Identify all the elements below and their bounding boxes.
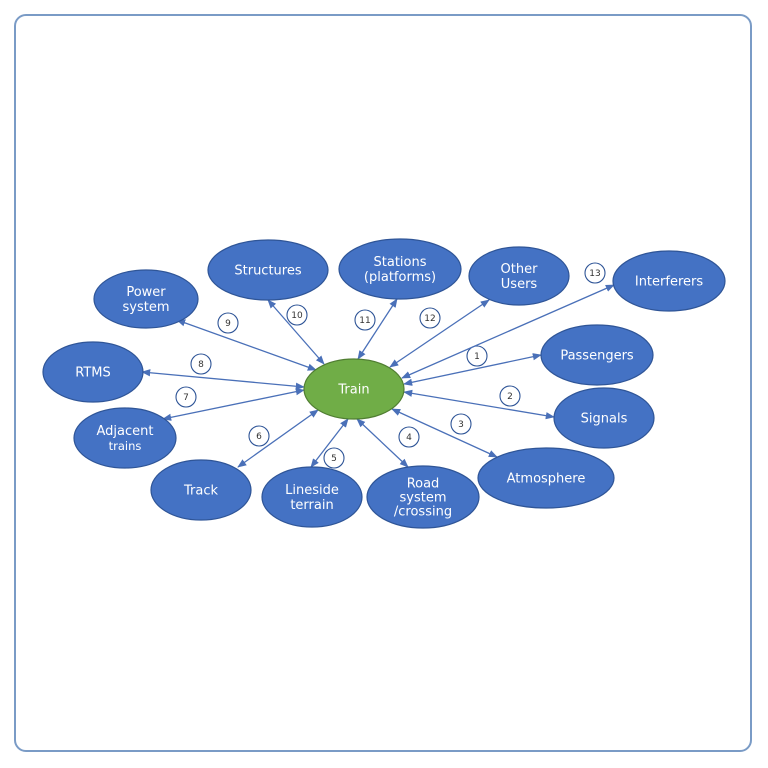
link-number-label: 5: [331, 454, 337, 464]
link-arrow-interferers: [401, 284, 615, 379]
node-label: Train: [337, 383, 369, 398]
node-rtms: RTMS: [42, 341, 144, 403]
node-label: system: [123, 300, 170, 315]
node-label: terrain: [290, 498, 333, 513]
node-ellipse: [150, 459, 252, 521]
link-number-circle: [354, 309, 376, 331]
link-number-badge: 4: [398, 426, 420, 448]
link-arrow-adjacent-trains: [162, 388, 305, 421]
node-label: Power: [126, 285, 166, 300]
link-number-label: 4: [406, 433, 412, 443]
link-number-badge: 2: [499, 385, 521, 407]
node-label: Atmosphere: [507, 472, 586, 487]
link-number-badge: 11: [354, 309, 376, 331]
link-arrow-road-system: [356, 418, 409, 468]
node-label: system: [400, 491, 447, 506]
node-ellipse: [338, 238, 462, 300]
node-label: Track: [183, 484, 218, 499]
node-label: Interferers: [635, 275, 703, 290]
link-number-badge: 1: [466, 345, 488, 367]
link-number-circle: [450, 413, 472, 435]
node-ellipse: [73, 407, 177, 469]
link-number-label: 13: [589, 269, 600, 279]
link-arrow-signals: [403, 389, 555, 420]
node-label: RTMS: [75, 366, 111, 381]
link-number-label: 9: [225, 319, 231, 329]
link-number-badge: 7: [175, 386, 197, 408]
node-ellipse: [553, 387, 655, 449]
link-number-label: 6: [256, 432, 262, 442]
link-number-circle: [323, 447, 345, 469]
node-interferers: Interferers: [612, 250, 726, 312]
link-number-label: 8: [198, 360, 204, 370]
node-label: Adjacent: [97, 424, 154, 439]
link-number-badge: 5: [323, 447, 345, 469]
node-ellipse: [366, 465, 480, 529]
link-arrow-atmosphere: [391, 408, 498, 458]
node-label: Structures: [234, 264, 301, 279]
link-number-badge: 13: [584, 262, 606, 284]
node-ellipse: [42, 341, 144, 403]
node-label: Passengers: [560, 349, 634, 364]
link-number-circle: [584, 262, 606, 284]
link-number-badge: 10: [286, 304, 308, 326]
node-label: trains: [109, 439, 142, 453]
link-arrow-rtms: [141, 369, 305, 390]
node-ellipse: [477, 447, 615, 509]
node-ellipse: [303, 358, 405, 420]
link-number-circle: [398, 426, 420, 448]
link-number-circle: [217, 312, 239, 334]
link-number-label: 12: [424, 314, 435, 324]
link-arrow-structures: [267, 299, 325, 365]
node-label: /crossing: [394, 505, 452, 520]
center-node-train: Train: [303, 358, 405, 420]
link-number-badge: 12: [419, 307, 441, 329]
node-ellipse: [468, 246, 570, 306]
node-ellipse: [207, 239, 329, 301]
node-stations: Stations(platforms): [338, 238, 462, 300]
node-label: Lineside: [285, 483, 339, 498]
node-label: (platforms): [364, 270, 436, 285]
node-ellipse: [93, 269, 199, 329]
link-number-label: 3: [458, 420, 464, 430]
node-label: Other: [501, 262, 539, 277]
node-ellipse: [612, 250, 726, 312]
link-number-label: 11: [359, 316, 370, 326]
link-number-badge: 8: [190, 353, 212, 375]
node-structures: Structures: [207, 239, 329, 301]
link-number-circle: [248, 425, 270, 447]
node-label: Road: [407, 477, 440, 492]
link-number-label: 10: [291, 311, 303, 321]
node-label: Signals: [581, 412, 628, 427]
link-number-circle: [286, 304, 308, 326]
node-label: Users: [501, 277, 538, 292]
link-number-label: 1: [474, 352, 480, 362]
link-number-badge: 6: [248, 425, 270, 447]
link-number-badge: 3: [450, 413, 472, 435]
node-ellipse: [261, 466, 363, 528]
link-number-label: 7: [183, 393, 189, 403]
node-track: Track: [150, 459, 252, 521]
node-passengers: Passengers: [540, 324, 654, 386]
link-number-circle: [499, 385, 521, 407]
node-signals: Signals: [553, 387, 655, 449]
link-number-badge: 9: [217, 312, 239, 334]
link-number-label: 2: [507, 392, 513, 402]
node-label: Stations: [374, 255, 427, 270]
node-atmosphere: Atmosphere: [477, 447, 615, 509]
node-ellipse: [540, 324, 654, 386]
